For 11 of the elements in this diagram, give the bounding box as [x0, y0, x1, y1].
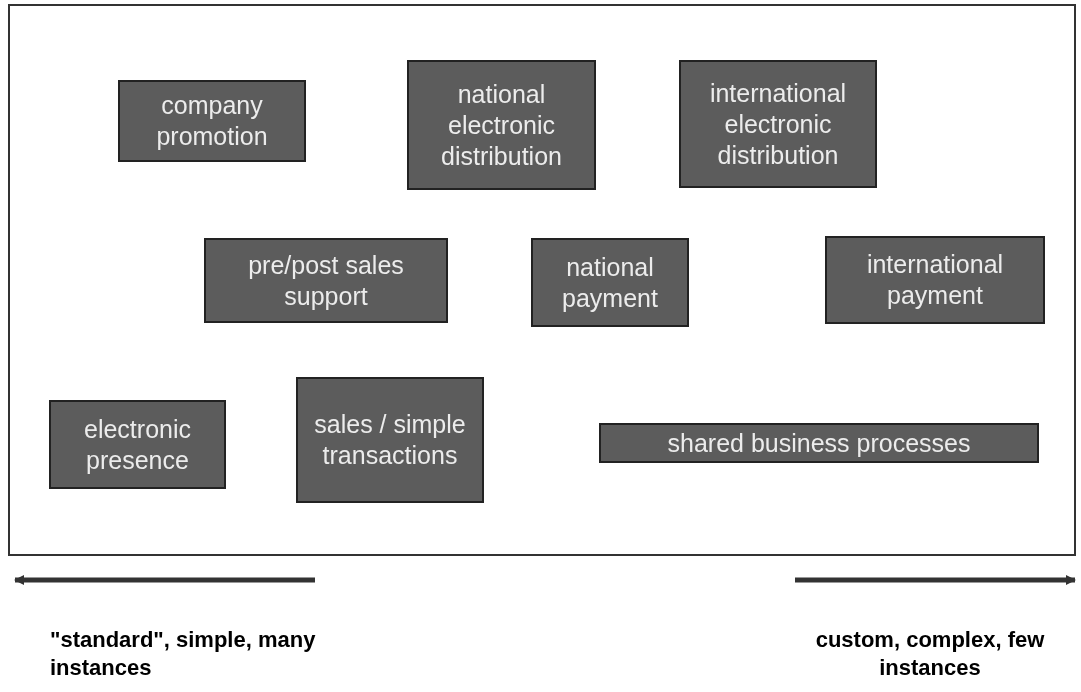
- label-box: international payment: [825, 236, 1045, 324]
- label-box: pre/post sales support: [204, 238, 448, 323]
- label-box: national electronic distribution: [407, 60, 596, 190]
- label-box: sales / simple transactions: [296, 377, 484, 503]
- label-box: national payment: [531, 238, 689, 327]
- label-box: company promotion: [118, 80, 306, 162]
- label-box: shared business processes: [599, 423, 1039, 463]
- scale-note: custom, complex, few instances: [814, 626, 1046, 682]
- scale-note: "standard", simple, many instances: [50, 626, 317, 682]
- label-box: electronic presence: [49, 400, 226, 489]
- label-box: international electronic distribution: [679, 60, 877, 188]
